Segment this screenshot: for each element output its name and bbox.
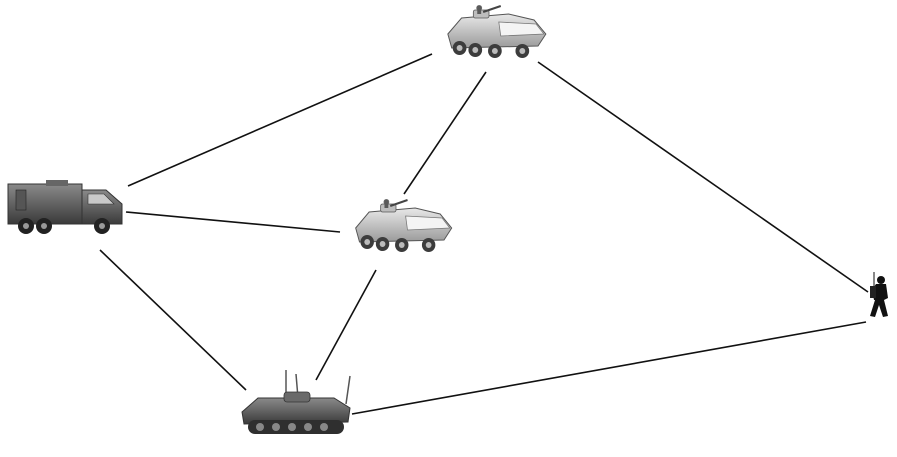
apc-center-node <box>354 198 453 253</box>
truck-node <box>7 179 123 235</box>
link-apc-top-apc-center <box>403 71 487 195</box>
apc-top-node <box>446 4 547 59</box>
tracked-combat-vehicle-icon <box>241 369 351 435</box>
soldier-icon <box>869 271 889 318</box>
military-truck-icon <box>7 179 123 235</box>
link-apc-center-tracked-vehicle <box>315 269 377 381</box>
link-truck-apc-center <box>125 211 341 233</box>
tracked-vehicle-node <box>241 369 351 435</box>
link-layer <box>99 53 869 415</box>
soldier-node <box>869 271 889 318</box>
node-layer <box>7 4 889 435</box>
link-truck-tracked-vehicle <box>99 249 247 391</box>
link-apc-top-soldier <box>537 61 869 293</box>
link-tracked-vehicle-soldier <box>351 321 867 415</box>
armored-personnel-carrier-icon <box>354 198 453 253</box>
armored-personnel-carrier-icon <box>446 4 547 59</box>
link-truck-apc-top <box>127 53 433 187</box>
